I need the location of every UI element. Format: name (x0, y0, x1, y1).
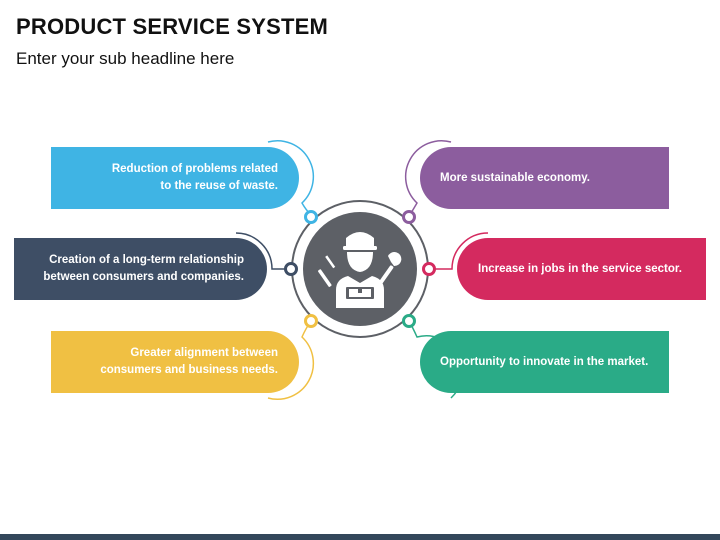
item-sustainable-text: More sustainable economy. (440, 170, 660, 187)
item-relationship-text: Creation of a long-term relationship bet… (24, 252, 244, 286)
box-relationship (14, 238, 267, 300)
box-jobs (457, 238, 706, 300)
outline-relationship (235, 232, 290, 270)
outline-alignment (267, 320, 315, 400)
page-title: PRODUCT SERVICE SYSTEM (16, 14, 329, 39)
item-innovate-text: Opportunity to innovate in the market. (440, 354, 665, 371)
dot-sustainable (402, 210, 416, 224)
item-reduction-line2: to the reuse of waste. (160, 180, 278, 192)
item-alignment-line2: consumers and business needs. (100, 364, 278, 376)
dot-alignment (304, 314, 318, 328)
page-subtitle: Enter your sub headline here (16, 49, 235, 68)
dot-innovate (402, 314, 416, 328)
item-reduction-text: Reduction of problems related to the reu… (48, 161, 278, 195)
item-reduction-line1: Reduction of problems related (111, 163, 278, 175)
box-sustainable (420, 147, 669, 209)
item-alignment-line1: Greater alignment between (130, 347, 278, 359)
outline-reduction (267, 140, 315, 216)
outline-sustainable (404, 140, 452, 217)
item-relationship-line1: Creation of a long-term relationship (49, 254, 244, 266)
dot-relationship (284, 262, 298, 276)
box-alignment (51, 331, 299, 393)
mechanic-with-wrench-icon (318, 232, 402, 308)
outline-innovate (408, 320, 464, 399)
box-reduction (51, 147, 299, 209)
box-innovate (420, 331, 669, 393)
item-innovate-line1: Opportunity to innovate in the market. (440, 356, 649, 368)
footer-bar (0, 534, 720, 540)
item-jobs-text: Increase in jobs in the service sector. (478, 261, 703, 278)
dot-jobs (422, 262, 436, 276)
outline-jobs (430, 232, 489, 270)
item-alignment-text: Greater alignment between consumers and … (48, 345, 278, 379)
item-sustainable-line1: More sustainable economy. (440, 172, 590, 184)
item-jobs-line1: Increase in jobs in the service sector. (478, 263, 682, 275)
item-relationship-line2: between consumers and companies. (43, 271, 244, 283)
dot-reduction (304, 210, 318, 224)
